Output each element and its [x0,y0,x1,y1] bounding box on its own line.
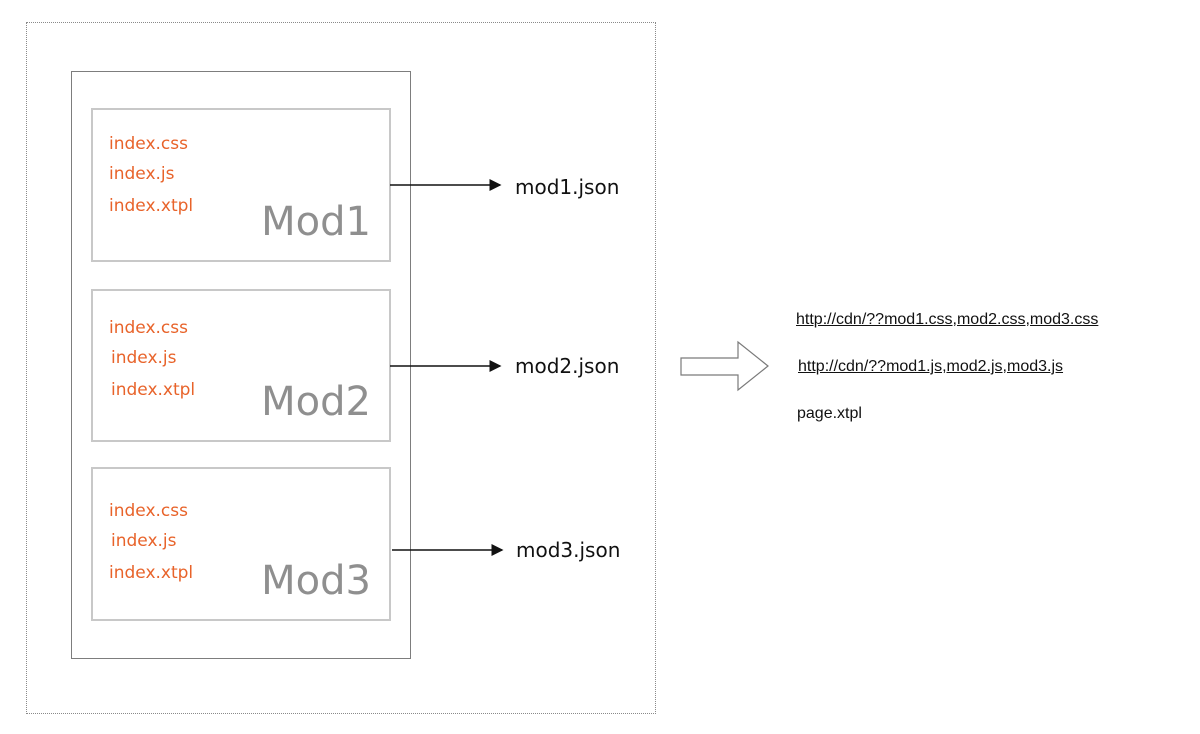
module-title: Mod1 [261,199,371,245]
file-js: index.js [111,531,177,551]
module-title: Mod3 [261,558,371,604]
file-css: index.css [109,134,188,154]
file-js: index.js [109,164,175,184]
json-label-mod1: mod1.json [515,175,620,199]
outer-frame [26,22,656,714]
module-box-mod3: index.css index.js index.xtpl Mod3 [91,467,391,621]
page-template: page.xtpl [797,405,862,422]
file-js: index.js [111,348,177,368]
js-combo-url[interactable]: http://cdn/??mod1.js,mod2.js,mod3.js [798,358,1064,375]
module-container [71,71,411,659]
file-xtpl: index.xtpl [111,380,196,400]
json-label-mod3: mod3.json [516,538,621,562]
json-label-mod2: mod2.json [515,354,620,378]
module-box-mod1: index.css index.js index.xtpl Mod1 [91,108,391,262]
module-box-mod2: index.css index.js index.xtpl Mod2 [91,289,391,442]
file-xtpl: index.xtpl [109,196,194,216]
file-css: index.css [109,318,188,338]
css-combo-url[interactable]: http://cdn/??mod1.css,mod2.css,mod3.css [796,311,1099,328]
module-title: Mod2 [261,379,371,425]
file-css: index.css [109,501,188,521]
big-hollow-arrow-icon [680,340,769,392]
file-xtpl: index.xtpl [109,563,194,583]
